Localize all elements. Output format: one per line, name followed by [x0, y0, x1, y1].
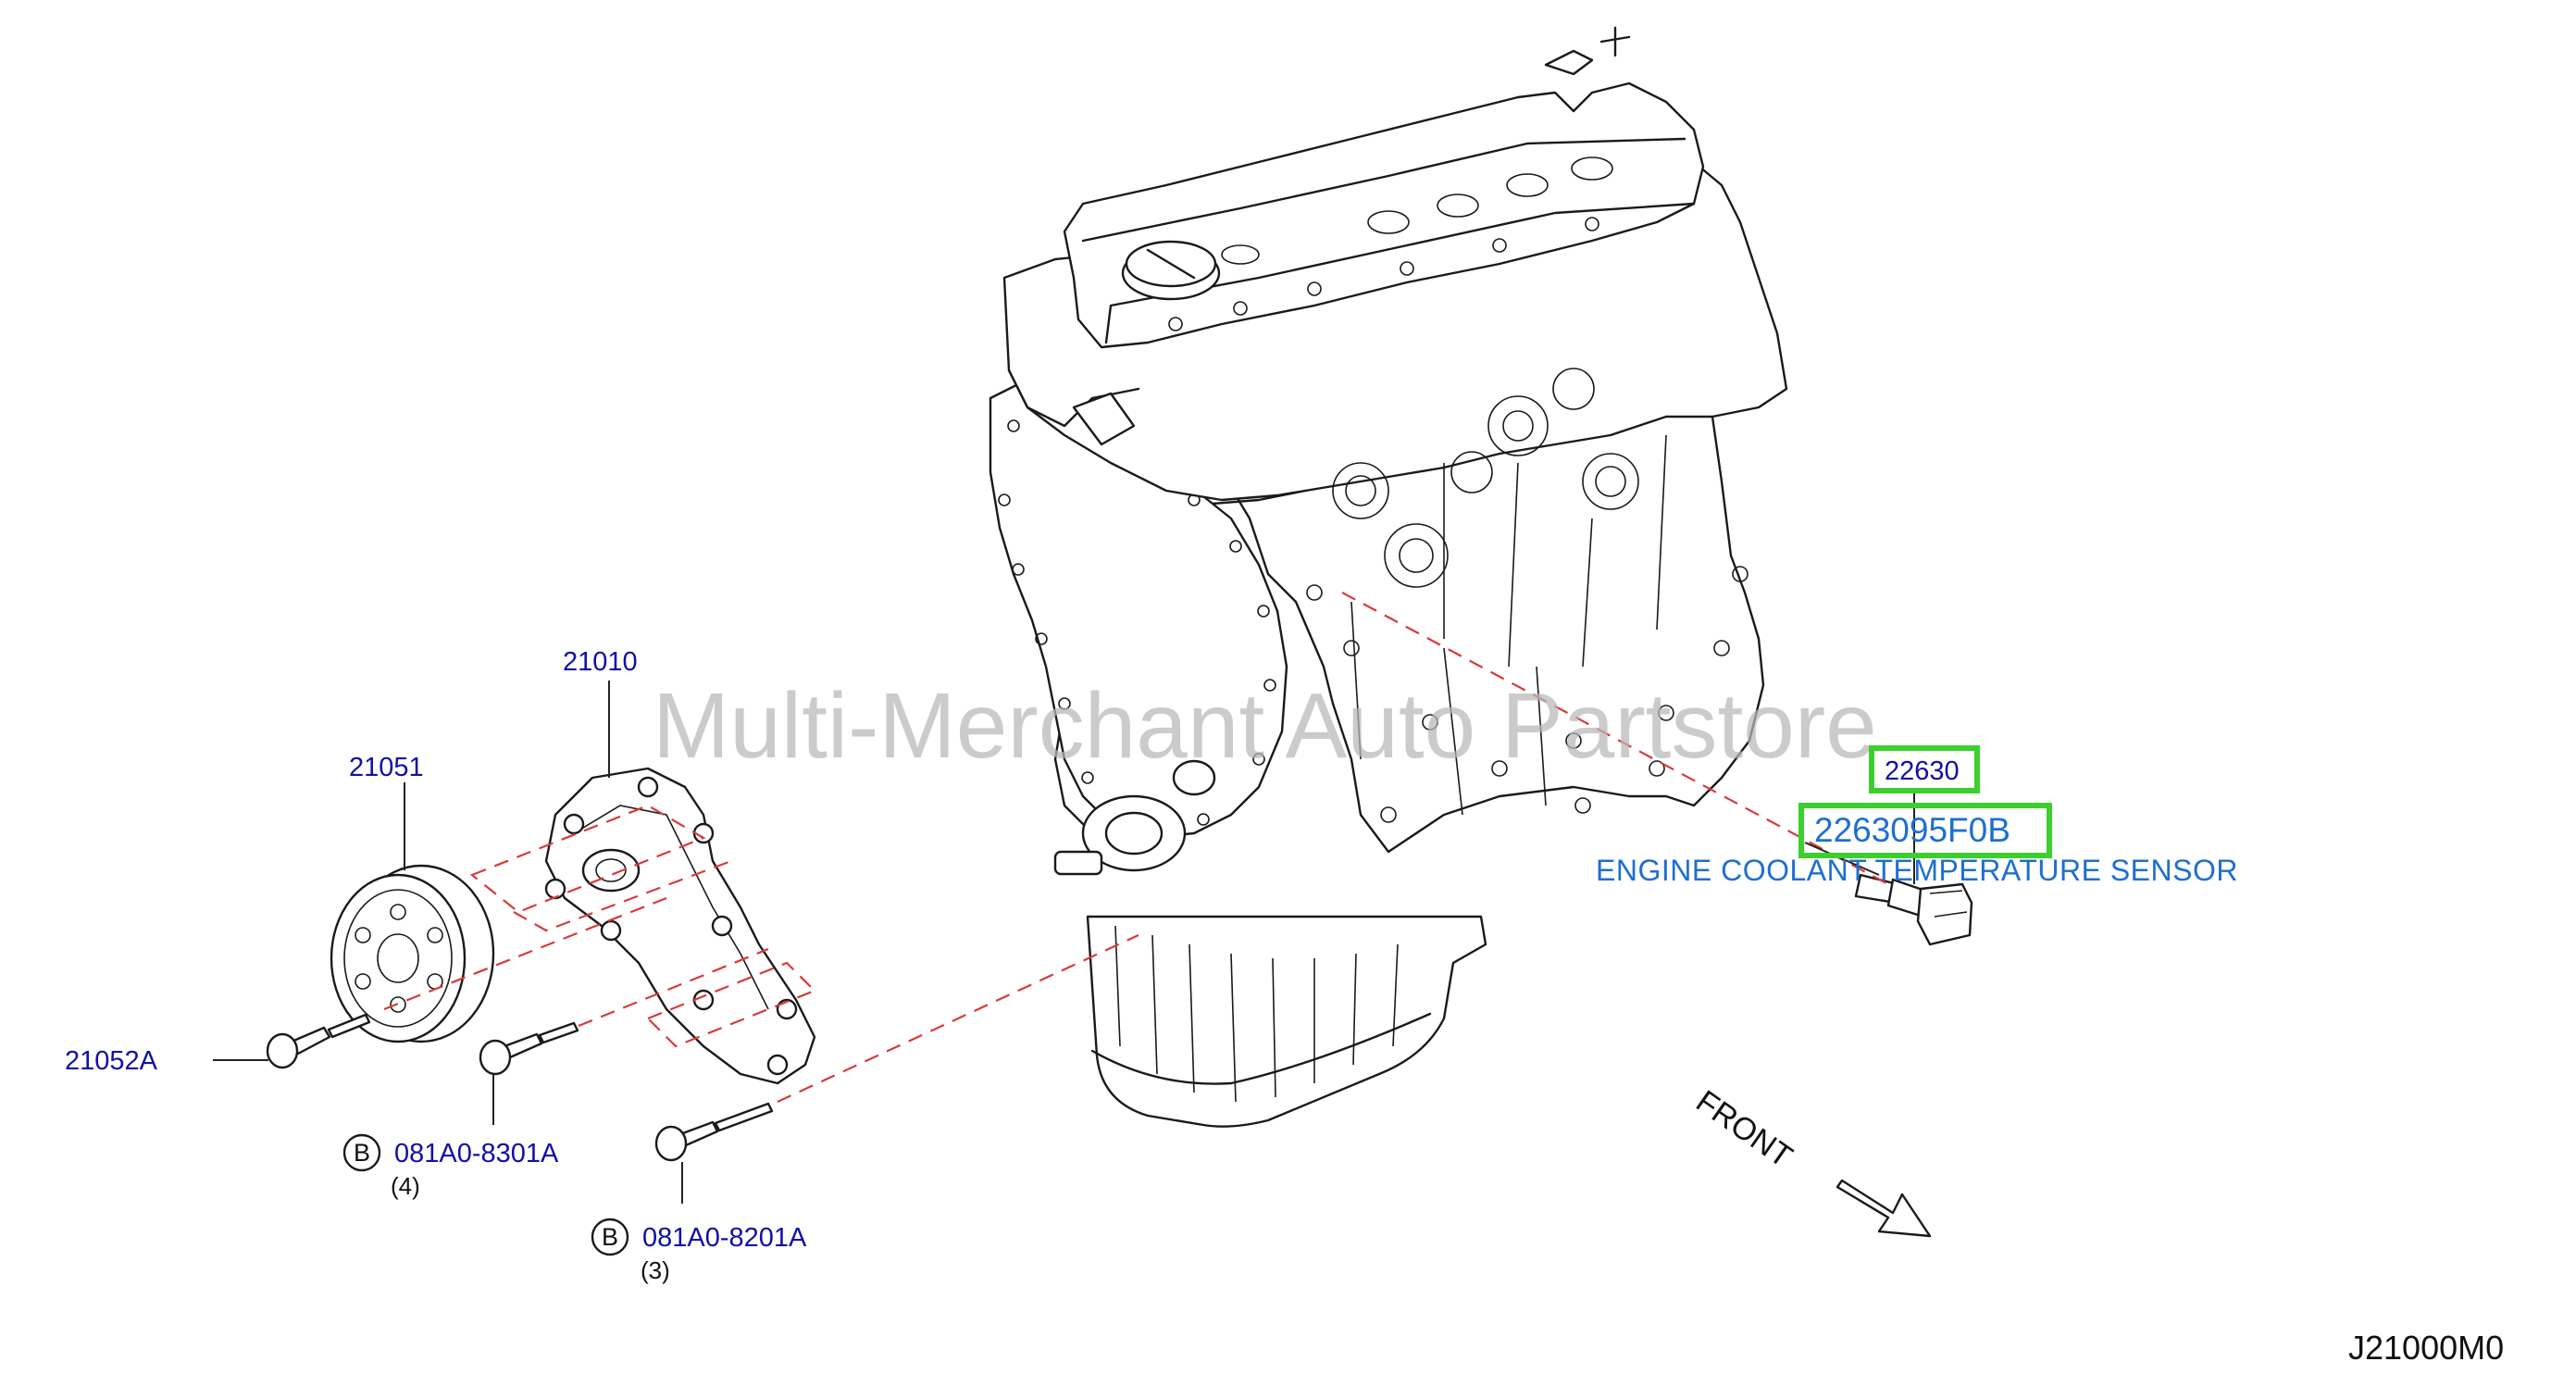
- leader-lines: [213, 681, 1915, 1204]
- callout-sensor[interactable]: 22630: [1885, 756, 1960, 786]
- engine-assembly-drawing: [989, 26, 1788, 1128]
- b-mark-short: B: [354, 1139, 370, 1167]
- coolant-temperature-sensor-drawing: [1854, 873, 1973, 946]
- bolt-long-drawing: [654, 1102, 774, 1162]
- water-pump-drawing: [544, 767, 816, 1085]
- callout-bolt-short[interactable]: 081A0-8301A: [394, 1139, 559, 1168]
- sensor-part-highlight: [1798, 803, 2052, 858]
- callout-pulley[interactable]: 21051: [349, 753, 424, 782]
- pulley-bolt-drawing: [266, 1013, 371, 1069]
- front-label: FRONT: [1689, 1083, 1798, 1174]
- b-circle-icon: [342, 1133, 381, 1172]
- callout-bolt-long[interactable]: 081A0-8201A: [642, 1223, 807, 1253]
- callout-pulley-bolt[interactable]: 21052A: [65, 1046, 158, 1076]
- water-pump-pulley-drawing: [330, 864, 495, 1043]
- sensor-description: ENGINE COOLANT TEMPERATURE SENSOR: [1596, 854, 2238, 887]
- b-mark-long: B: [602, 1223, 618, 1251]
- front-arrow-icon: [1836, 1179, 1932, 1238]
- qty-bolt-long: (3): [641, 1256, 670, 1284]
- sensor-number-highlight: [1869, 745, 1980, 793]
- bolt-short-drawing: [479, 1021, 579, 1076]
- qty-bolt-short: (4): [391, 1172, 420, 1200]
- diagram-code: J21000M0: [2348, 1329, 2504, 1367]
- sensor-full-part-number[interactable]: 2263095F0B: [1814, 811, 2010, 849]
- b-circle-icon: [591, 1218, 629, 1256]
- callout-water-pump[interactable]: 21010: [563, 647, 638, 677]
- assembly-dashed-lines: [383, 592, 1889, 1103]
- watermark: Multi-Merchant Auto Partstore: [653, 674, 1877, 778]
